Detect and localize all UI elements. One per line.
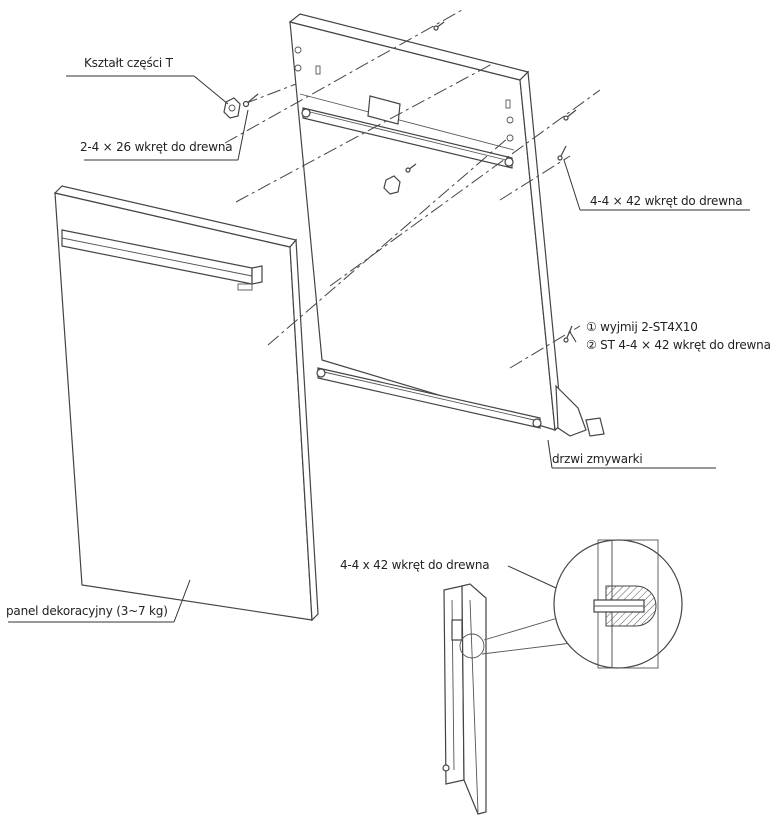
label-dishwasher-door: drzwi zmywarki	[552, 452, 643, 466]
screw-top-left	[433, 21, 445, 31]
detail-magnified	[553, 539, 683, 669]
panel-handle	[61, 229, 263, 291]
label-t-shape-part: Kształt części T	[84, 56, 173, 70]
side-view-door	[442, 583, 487, 815]
decorative-panel	[53, 185, 319, 622]
top-rail	[301, 107, 514, 169]
t-shape-part	[223, 97, 241, 119]
screw-right-top	[557, 145, 567, 161]
screw-right-bottom	[563, 325, 573, 343]
bottom-rail	[316, 367, 542, 429]
screw-middle	[405, 163, 417, 173]
label-step-2: ② ST 4-4 × 42 wkręt do drewna	[586, 338, 771, 352]
dishwasher-door	[288, 13, 605, 437]
label-step-1: ① wyjmij 2-ST4X10	[586, 320, 698, 334]
label-detail-screw: 4-4 x 42 wkręt do drewna	[340, 558, 490, 572]
screw-top-right	[563, 109, 577, 121]
screw-t-part	[242, 93, 259, 108]
t-part-center	[383, 175, 401, 195]
label-decor-panel: panel dekoracyjny (3~7 kg)	[6, 604, 168, 618]
label-screw-2-4x26: 2-4 × 26 wkręt do drewna	[80, 140, 233, 154]
alignment-lines	[224, 9, 601, 369]
label-screw-4-4x42: 4-4 × 42 wkręt do drewna	[590, 194, 743, 208]
